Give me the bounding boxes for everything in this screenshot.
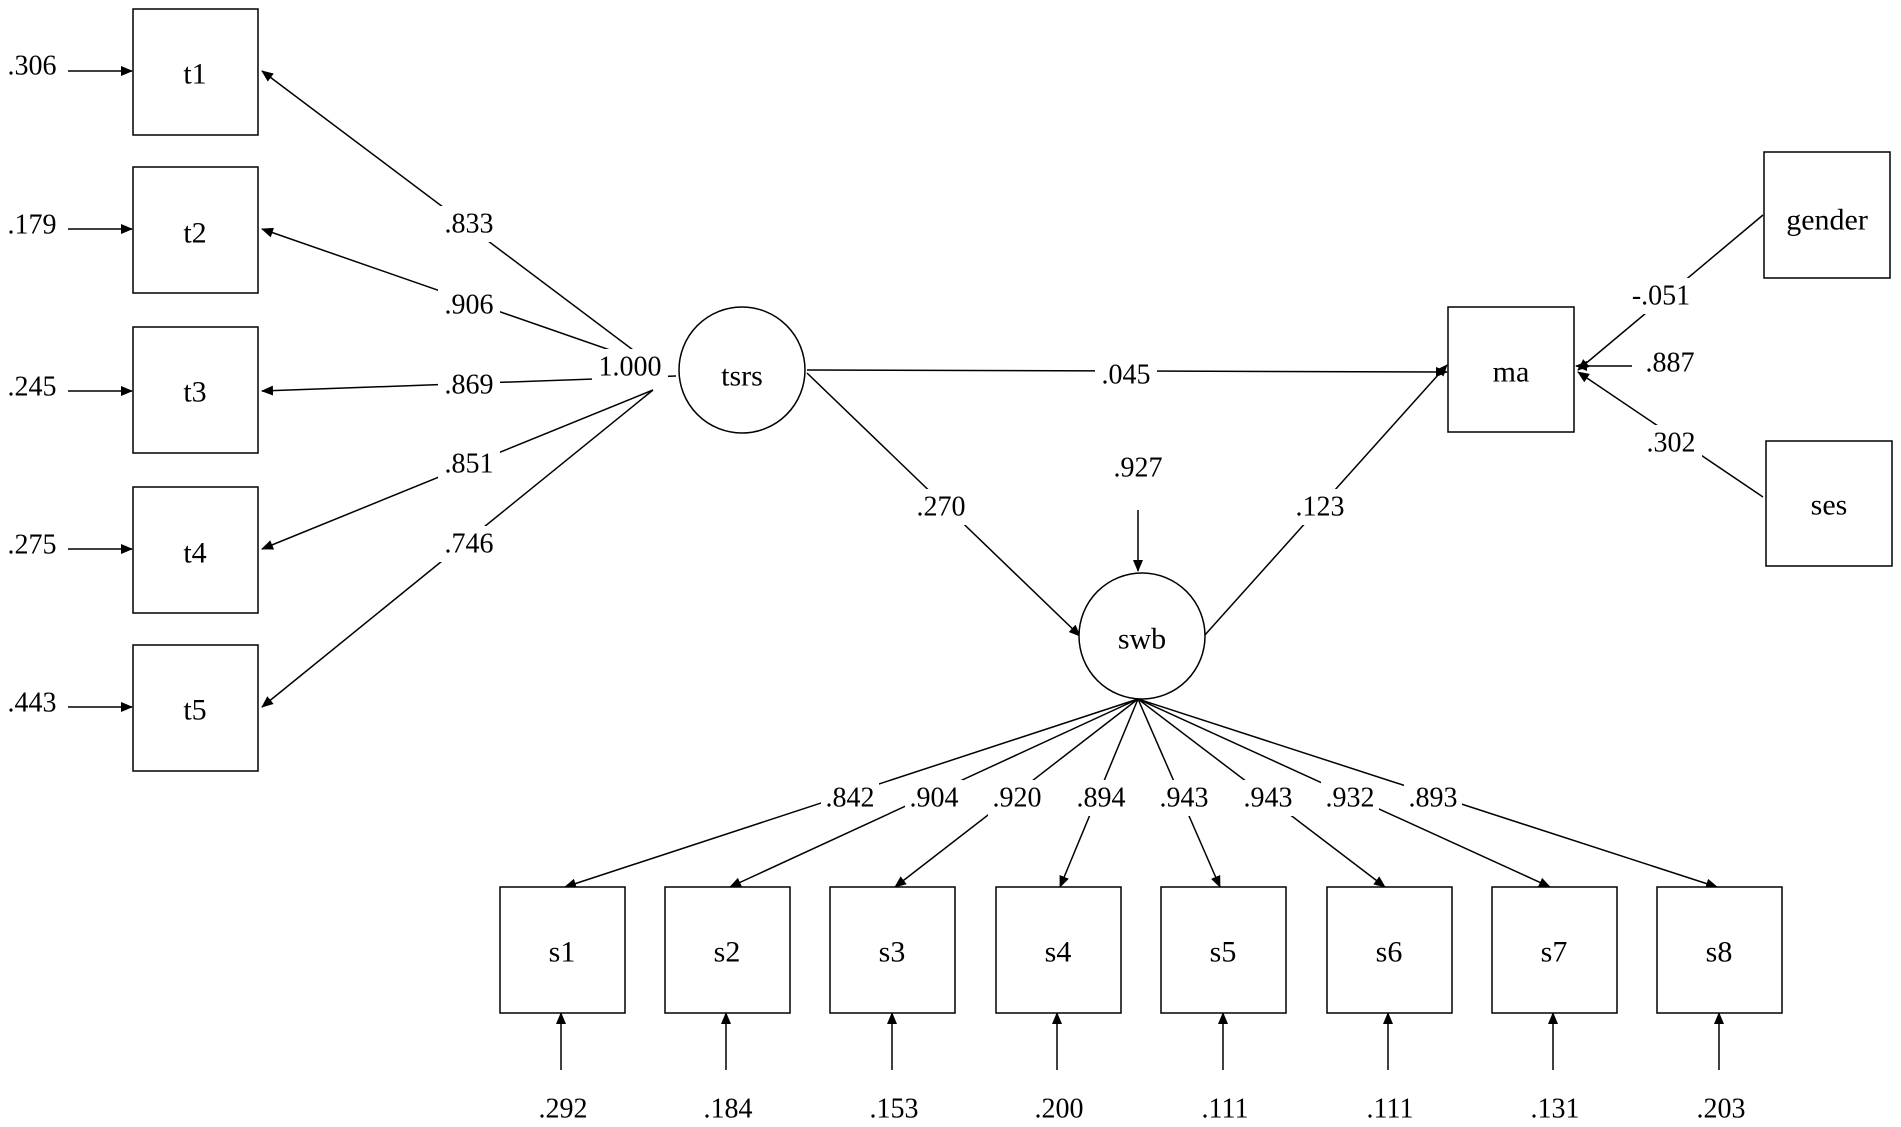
error-label-t5: .443 xyxy=(8,688,57,719)
loading-label-s8: .893 xyxy=(1409,783,1458,814)
error-label-t1: .306 xyxy=(8,51,57,82)
path-label-tsrs-swb: .270 xyxy=(917,492,966,523)
node-label-s5: s5 xyxy=(1210,936,1237,969)
node-box-s5 xyxy=(1160,886,1287,1014)
residual-label-swb: .927 xyxy=(1114,453,1163,484)
node-label-t2: t2 xyxy=(183,217,206,250)
node-box-s8 xyxy=(1656,886,1783,1014)
node-box-t5 xyxy=(132,644,259,772)
node-box-t1 xyxy=(132,8,259,136)
loading-label-s6: .943 xyxy=(1244,783,1293,814)
variance-label-tsrs: 1.000 xyxy=(599,352,662,383)
node-label-t1: t1 xyxy=(183,58,206,91)
path-label-tsrs-ma: .045 xyxy=(1102,360,1151,391)
node-label-s8: s8 xyxy=(1706,936,1733,969)
node-box-gender xyxy=(1763,151,1891,279)
loading-label-s2: .904 xyxy=(910,783,959,814)
error-label-t2: .179 xyxy=(8,210,57,241)
error-label-s1: .292 xyxy=(539,1094,588,1125)
loading-label-t4: .851 xyxy=(445,449,494,480)
node-box-s6 xyxy=(1326,886,1453,1014)
node-label-gender: gender xyxy=(1786,204,1868,237)
node-box-s1 xyxy=(499,886,626,1014)
node-label-s4: s4 xyxy=(1045,936,1072,969)
node-label-ses: ses xyxy=(1811,489,1848,522)
node-circle-swb xyxy=(1078,572,1206,700)
path-label-gender-ma: -.051 xyxy=(1632,281,1690,312)
node-label-s3: s3 xyxy=(879,936,906,969)
node-label-t3: t3 xyxy=(183,376,206,409)
error-label-s3: .153 xyxy=(870,1094,919,1125)
node-box-ses xyxy=(1765,440,1893,567)
error-label-t3: .245 xyxy=(8,372,57,403)
error-label-s8: .203 xyxy=(1697,1094,1746,1125)
node-label-s1: s1 xyxy=(549,936,576,969)
node-box-s2 xyxy=(664,886,791,1014)
node-box-t3 xyxy=(132,326,259,454)
error-label-s7: .131 xyxy=(1531,1094,1580,1125)
node-label-t4: t4 xyxy=(183,537,206,570)
loading-label-s4: .894 xyxy=(1077,783,1126,814)
loading-label-s1: .842 xyxy=(826,783,875,814)
node-circle-tsrs xyxy=(678,306,806,434)
node-box-s4 xyxy=(995,886,1122,1014)
node-box-t2 xyxy=(132,166,259,294)
error-label-s5: .111 xyxy=(1202,1094,1249,1125)
loading-label-t5: .746 xyxy=(445,529,494,560)
path-label-ses-ma: .302 xyxy=(1647,428,1696,459)
loading-label-s3: .920 xyxy=(993,783,1042,814)
node-box-ma xyxy=(1447,306,1575,433)
node-label-tsrs: tsrs xyxy=(721,360,763,393)
node-label-s2: s2 xyxy=(714,936,741,969)
node-box-s7 xyxy=(1491,886,1618,1014)
node-box-s3 xyxy=(829,886,956,1014)
residual-label-ma: .887 xyxy=(1646,348,1695,379)
node-label-s7: s7 xyxy=(1541,936,1568,969)
loading-label-t1: .833 xyxy=(445,209,494,240)
node-label-swb: swb xyxy=(1118,623,1166,656)
error-label-s2: .184 xyxy=(704,1094,753,1125)
error-label-t4: .275 xyxy=(8,530,57,561)
error-label-s6: .111 xyxy=(1367,1094,1414,1125)
node-label-t5: t5 xyxy=(183,694,206,727)
node-box-t4 xyxy=(132,486,259,614)
loading-label-t3: .869 xyxy=(445,370,494,401)
loading-label-s7: .932 xyxy=(1326,783,1375,814)
node-label-ma: ma xyxy=(1493,356,1530,389)
error-label-s4: .200 xyxy=(1035,1094,1084,1125)
path-label-swb-ma: .123 xyxy=(1296,492,1345,523)
loading-label-s5: .943 xyxy=(1160,783,1209,814)
node-label-s6: s6 xyxy=(1376,936,1403,969)
loading-label-t2: .906 xyxy=(445,290,494,321)
